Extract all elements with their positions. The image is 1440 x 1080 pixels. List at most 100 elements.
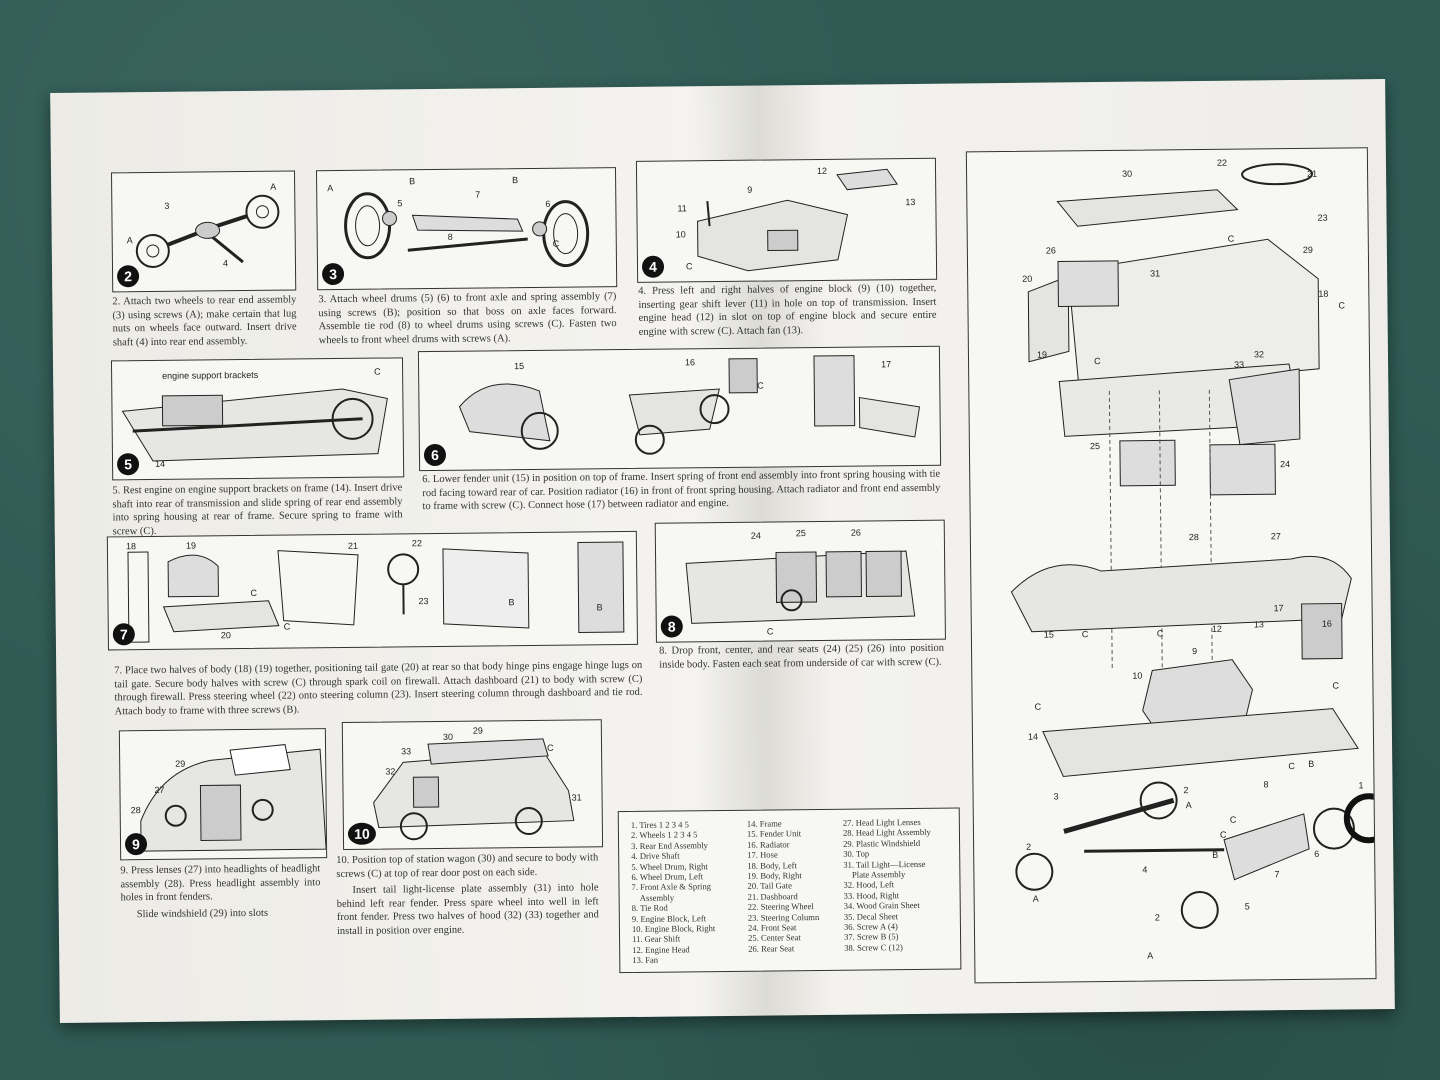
step-10-text: 10. Position top of station wagon (30) a… <box>336 852 599 880</box>
step-number-badge: 5 <box>116 453 140 476</box>
instruction-sheet: 3 A A 4 2 2. Attach two wheels to rear e… <box>50 79 1395 1023</box>
label: 9 <box>1192 646 1198 657</box>
label: C <box>1034 701 1042 712</box>
step-3-panel: A B 5 7 B 6 8 C 3 <box>315 167 618 291</box>
label: 19 <box>185 540 196 551</box>
label: 2 <box>1026 841 1032 852</box>
label: C <box>757 380 764 391</box>
step-10-extra-text: Insert tail light-license plate assembly… <box>336 882 599 937</box>
step-6-illustration <box>458 355 921 455</box>
label: 23 <box>1317 212 1328 223</box>
parts-col-1: 1. Tires 1 2 3 4 5 2. Wheels 1 2 3 4 5 3… <box>631 819 716 966</box>
label: 21 <box>347 540 358 551</box>
label: 8 <box>1263 779 1269 790</box>
label: C <box>1081 629 1089 640</box>
label: 6 <box>1314 848 1320 859</box>
label: 31 <box>1150 268 1161 279</box>
label: C <box>766 626 774 637</box>
step-9-illustration <box>140 744 327 852</box>
label: 5 <box>1244 901 1250 912</box>
label: C <box>1093 356 1101 367</box>
part-item: 21. Dashboard <box>747 891 798 902</box>
label: C <box>283 621 291 632</box>
label: 25 <box>1089 441 1100 452</box>
label: 32 <box>1253 349 1265 360</box>
step-4-panel: 12 9 11 10 C 13 4 <box>635 157 938 283</box>
label: 2 <box>1154 912 1160 923</box>
label: 31 <box>571 792 582 803</box>
exploded-view-panel: 22 21 30 23 26 29 20 31 18 C C 19 C 33 3… <box>965 147 1377 984</box>
part-item: 10. Engine Block, Right <box>631 923 716 935</box>
step-3-illustration <box>344 192 590 268</box>
part-item: 7. Front Axle & Spring <box>631 881 712 893</box>
parts-col-3: 27. Head Light Lenses 28. Head Light Ass… <box>843 817 932 953</box>
label: C <box>685 261 693 272</box>
label: 29 <box>1302 244 1313 255</box>
label: 21 <box>1307 168 1318 179</box>
label: 26 <box>850 527 861 538</box>
part-item: 19. Body, Right <box>747 870 802 881</box>
part-item: 14. Frame <box>746 818 782 829</box>
part-item: 29. Plastic Windshield <box>843 837 921 849</box>
label: 16 <box>1321 618 1332 629</box>
label: C <box>1156 628 1164 639</box>
label: 26 <box>1045 245 1056 256</box>
engine-support-label: engine support brackets <box>162 369 259 381</box>
part-item: 18. Body, Left <box>747 859 797 871</box>
label: A <box>1185 800 1192 811</box>
part-item: 34. Wood Grain Sheet <box>843 900 920 911</box>
label: 13 <box>1253 619 1264 630</box>
label: 2 <box>1183 785 1189 796</box>
label: C <box>250 587 257 598</box>
label: 33 <box>401 746 412 757</box>
step-number-badge: 3 <box>321 262 345 286</box>
part-item: 26. Rear Seat <box>748 943 795 954</box>
label: 4 <box>222 258 229 269</box>
step-number-badge: 10 <box>347 822 377 845</box>
step-4-illustration <box>697 168 899 272</box>
label: C <box>1288 761 1295 772</box>
label: 22 <box>1216 157 1228 168</box>
parts-col-2: 14. Frame 15. Fender Unit 16. Radiator 1… <box>747 818 820 954</box>
label: 15 <box>1043 629 1054 640</box>
label: 3 <box>164 200 170 211</box>
step-8-illustration <box>685 550 916 624</box>
label: 12 <box>816 165 828 176</box>
label: B <box>508 597 515 608</box>
step-number-badge: 4 <box>641 255 665 278</box>
label: 30 <box>442 731 453 742</box>
label: 18 <box>1318 288 1329 299</box>
label: B <box>1212 849 1219 860</box>
part-item: 31. Tail Light—License <box>843 858 926 870</box>
label: 8 <box>447 231 453 242</box>
label: B <box>596 602 603 613</box>
step-8-panel: 24 25 26 C 8 <box>654 519 946 643</box>
part-item: 3. Rear End Assembly <box>631 839 708 851</box>
label: 24 <box>750 530 761 541</box>
label: 1 <box>1358 780 1364 791</box>
step-number-badge: 8 <box>660 615 683 638</box>
label: 22 <box>411 538 422 549</box>
label: 32 <box>385 766 396 777</box>
part-item: 38. Screw C (12) <box>844 942 903 953</box>
part-item: 13. Fan <box>632 954 659 966</box>
exploded-view-illustration <box>1010 163 1376 930</box>
part-item: 25. Center Seat <box>748 932 801 944</box>
part-item: 23. Steering Column <box>747 911 820 923</box>
label: 19 <box>1036 349 1048 360</box>
label: B <box>409 176 416 187</box>
label: 10 <box>1132 670 1143 681</box>
label: 17 <box>881 359 892 370</box>
step-number-badge: 2 <box>116 265 140 288</box>
part-item: 16. Radiator <box>747 839 790 850</box>
label: 20 <box>220 630 231 641</box>
step-number-badge: 6 <box>423 443 447 467</box>
label: 23 <box>418 596 429 607</box>
step-2-panel: 3 A A 4 2 <box>111 170 297 293</box>
part-item: 15. Fender Unit <box>746 828 802 840</box>
label: 30 <box>1122 168 1133 179</box>
label: A <box>270 181 277 192</box>
step-2-text: 2. Attach two wheels to rear end assembl… <box>112 294 297 348</box>
label: C <box>546 742 554 753</box>
label: 18 <box>125 541 136 552</box>
